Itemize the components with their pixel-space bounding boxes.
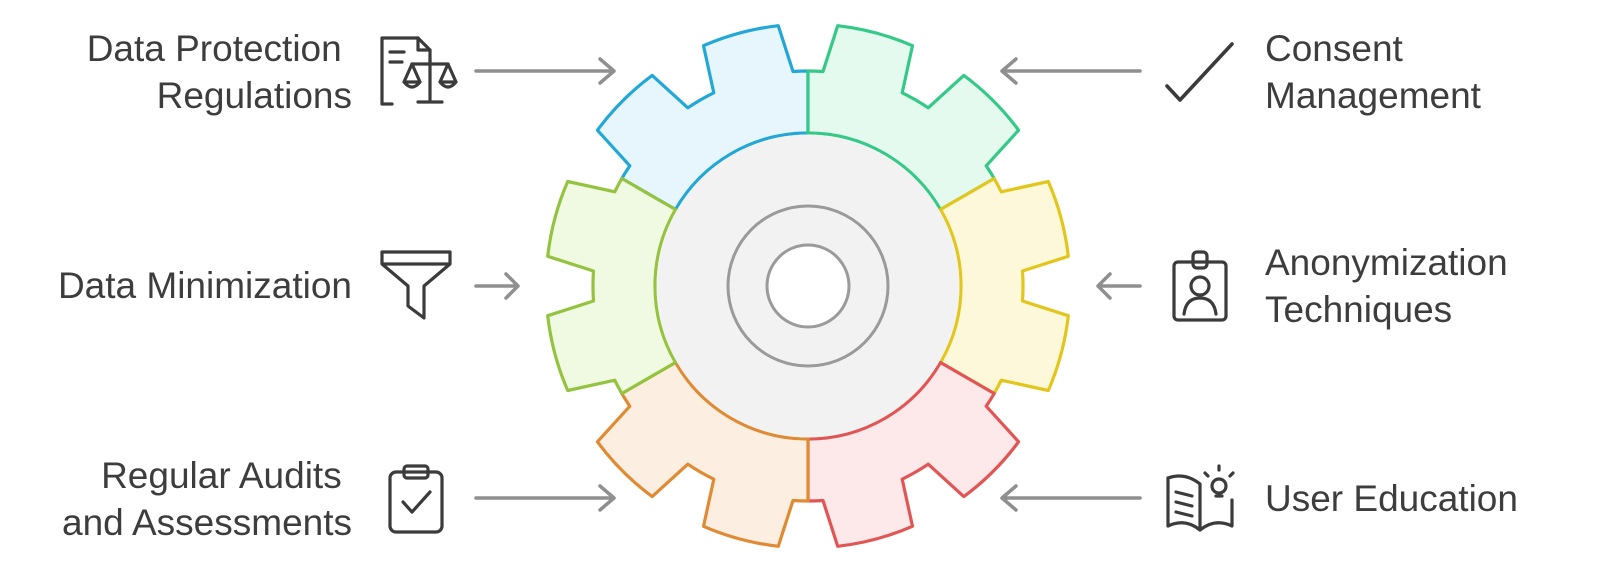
label-user-education: User Education (1265, 478, 1518, 519)
label-regular-audits: Regular Audits and Assessments (62, 455, 352, 543)
gear-segment-user-education (806, 360, 1021, 548)
hub-outer-ring (726, 204, 890, 368)
label-data-protection: Data Protection Regulations (87, 28, 352, 116)
arrow-data-protection (474, 57, 616, 85)
label-consent-management: Consent Management (1265, 28, 1482, 116)
checkmark-icon (1165, 42, 1234, 102)
arrow-user-education (1000, 484, 1142, 512)
gear-segment-regular-audits (595, 360, 810, 548)
gear-segment-anonymization (938, 176, 1070, 396)
hub-center-hole (765, 243, 851, 329)
gear-segment-consent-management (806, 24, 1021, 212)
gear (546, 24, 1070, 548)
funnel-icon (380, 250, 452, 320)
clipboard-check-icon (388, 464, 444, 534)
gear-segment-data-protection (595, 24, 810, 212)
book-lightbulb-icon (1166, 464, 1235, 532)
arrow-regular-audits (474, 484, 616, 512)
id-badge-icon (1172, 250, 1228, 322)
arrow-data-minimization (474, 272, 520, 300)
document-scale-icon (380, 36, 458, 106)
gear-segment-data-minimization (546, 176, 678, 396)
label-anonymization: Anonymization Techniques (1265, 242, 1518, 330)
arrow-consent-management (1000, 57, 1142, 85)
label-data-minimization: Data Minimization (58, 265, 352, 306)
arrow-anonymization (1096, 272, 1142, 300)
